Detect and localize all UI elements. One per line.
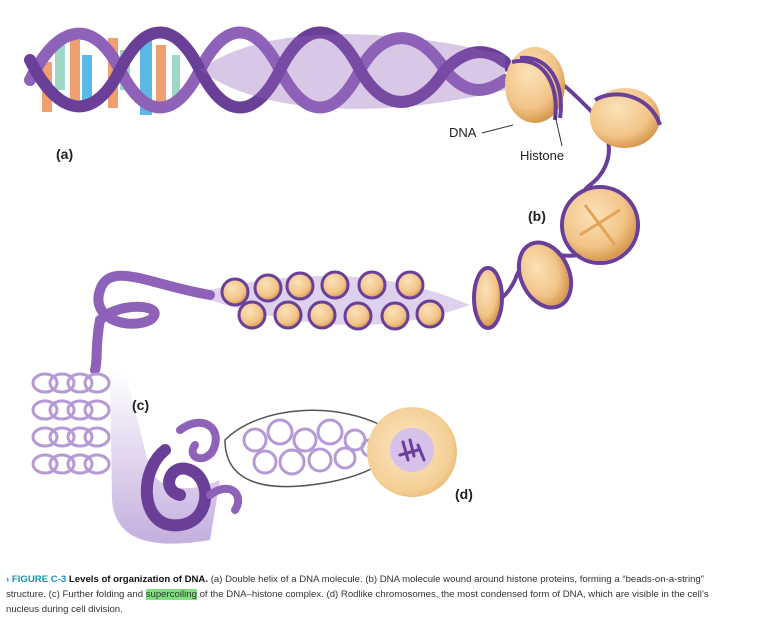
looped-domains — [31, 372, 111, 475]
histone-bead — [505, 47, 565, 123]
histone-bead — [560, 185, 640, 265]
highlighted-term: supercoiling — [145, 589, 197, 600]
panel-label-d: (d) — [455, 486, 473, 502]
figure-caption: › FIGURE C-3 Levels of organization of D… — [6, 572, 726, 617]
chromatin-fiber — [20, 270, 470, 544]
panel-label-c: (c) — [132, 397, 150, 413]
nucleosome-chain — [472, 47, 662, 330]
caption-text-2: of the DNA–histone complex. (d) Rodlike … — [6, 589, 709, 615]
histone-bead — [516, 240, 574, 310]
histone-pointer — [554, 114, 563, 147]
histone-bead — [472, 266, 504, 330]
fiber-beads — [220, 270, 445, 331]
figure-number: › FIGURE C-3 — [6, 574, 67, 585]
chromosomes — [398, 438, 426, 462]
histone-bead — [590, 88, 662, 148]
double-helix — [24, 26, 511, 115]
panel-label-b: (b) — [528, 208, 546, 224]
nucleus — [367, 407, 457, 497]
histone-callout-label: Histone — [520, 148, 565, 163]
dna-organization-diagram — [20, 26, 662, 544]
coiled-loops — [224, 409, 421, 488]
figure-title: Levels of organization of DNA. — [68, 574, 209, 585]
caption-text-1: (a) Double helix of a DNA molecule. (b) … — [6, 574, 704, 600]
dna-callout-label: DNA — [449, 125, 477, 140]
panel-label-a: (a) — [56, 146, 74, 162]
dna-pointer — [481, 124, 514, 134]
